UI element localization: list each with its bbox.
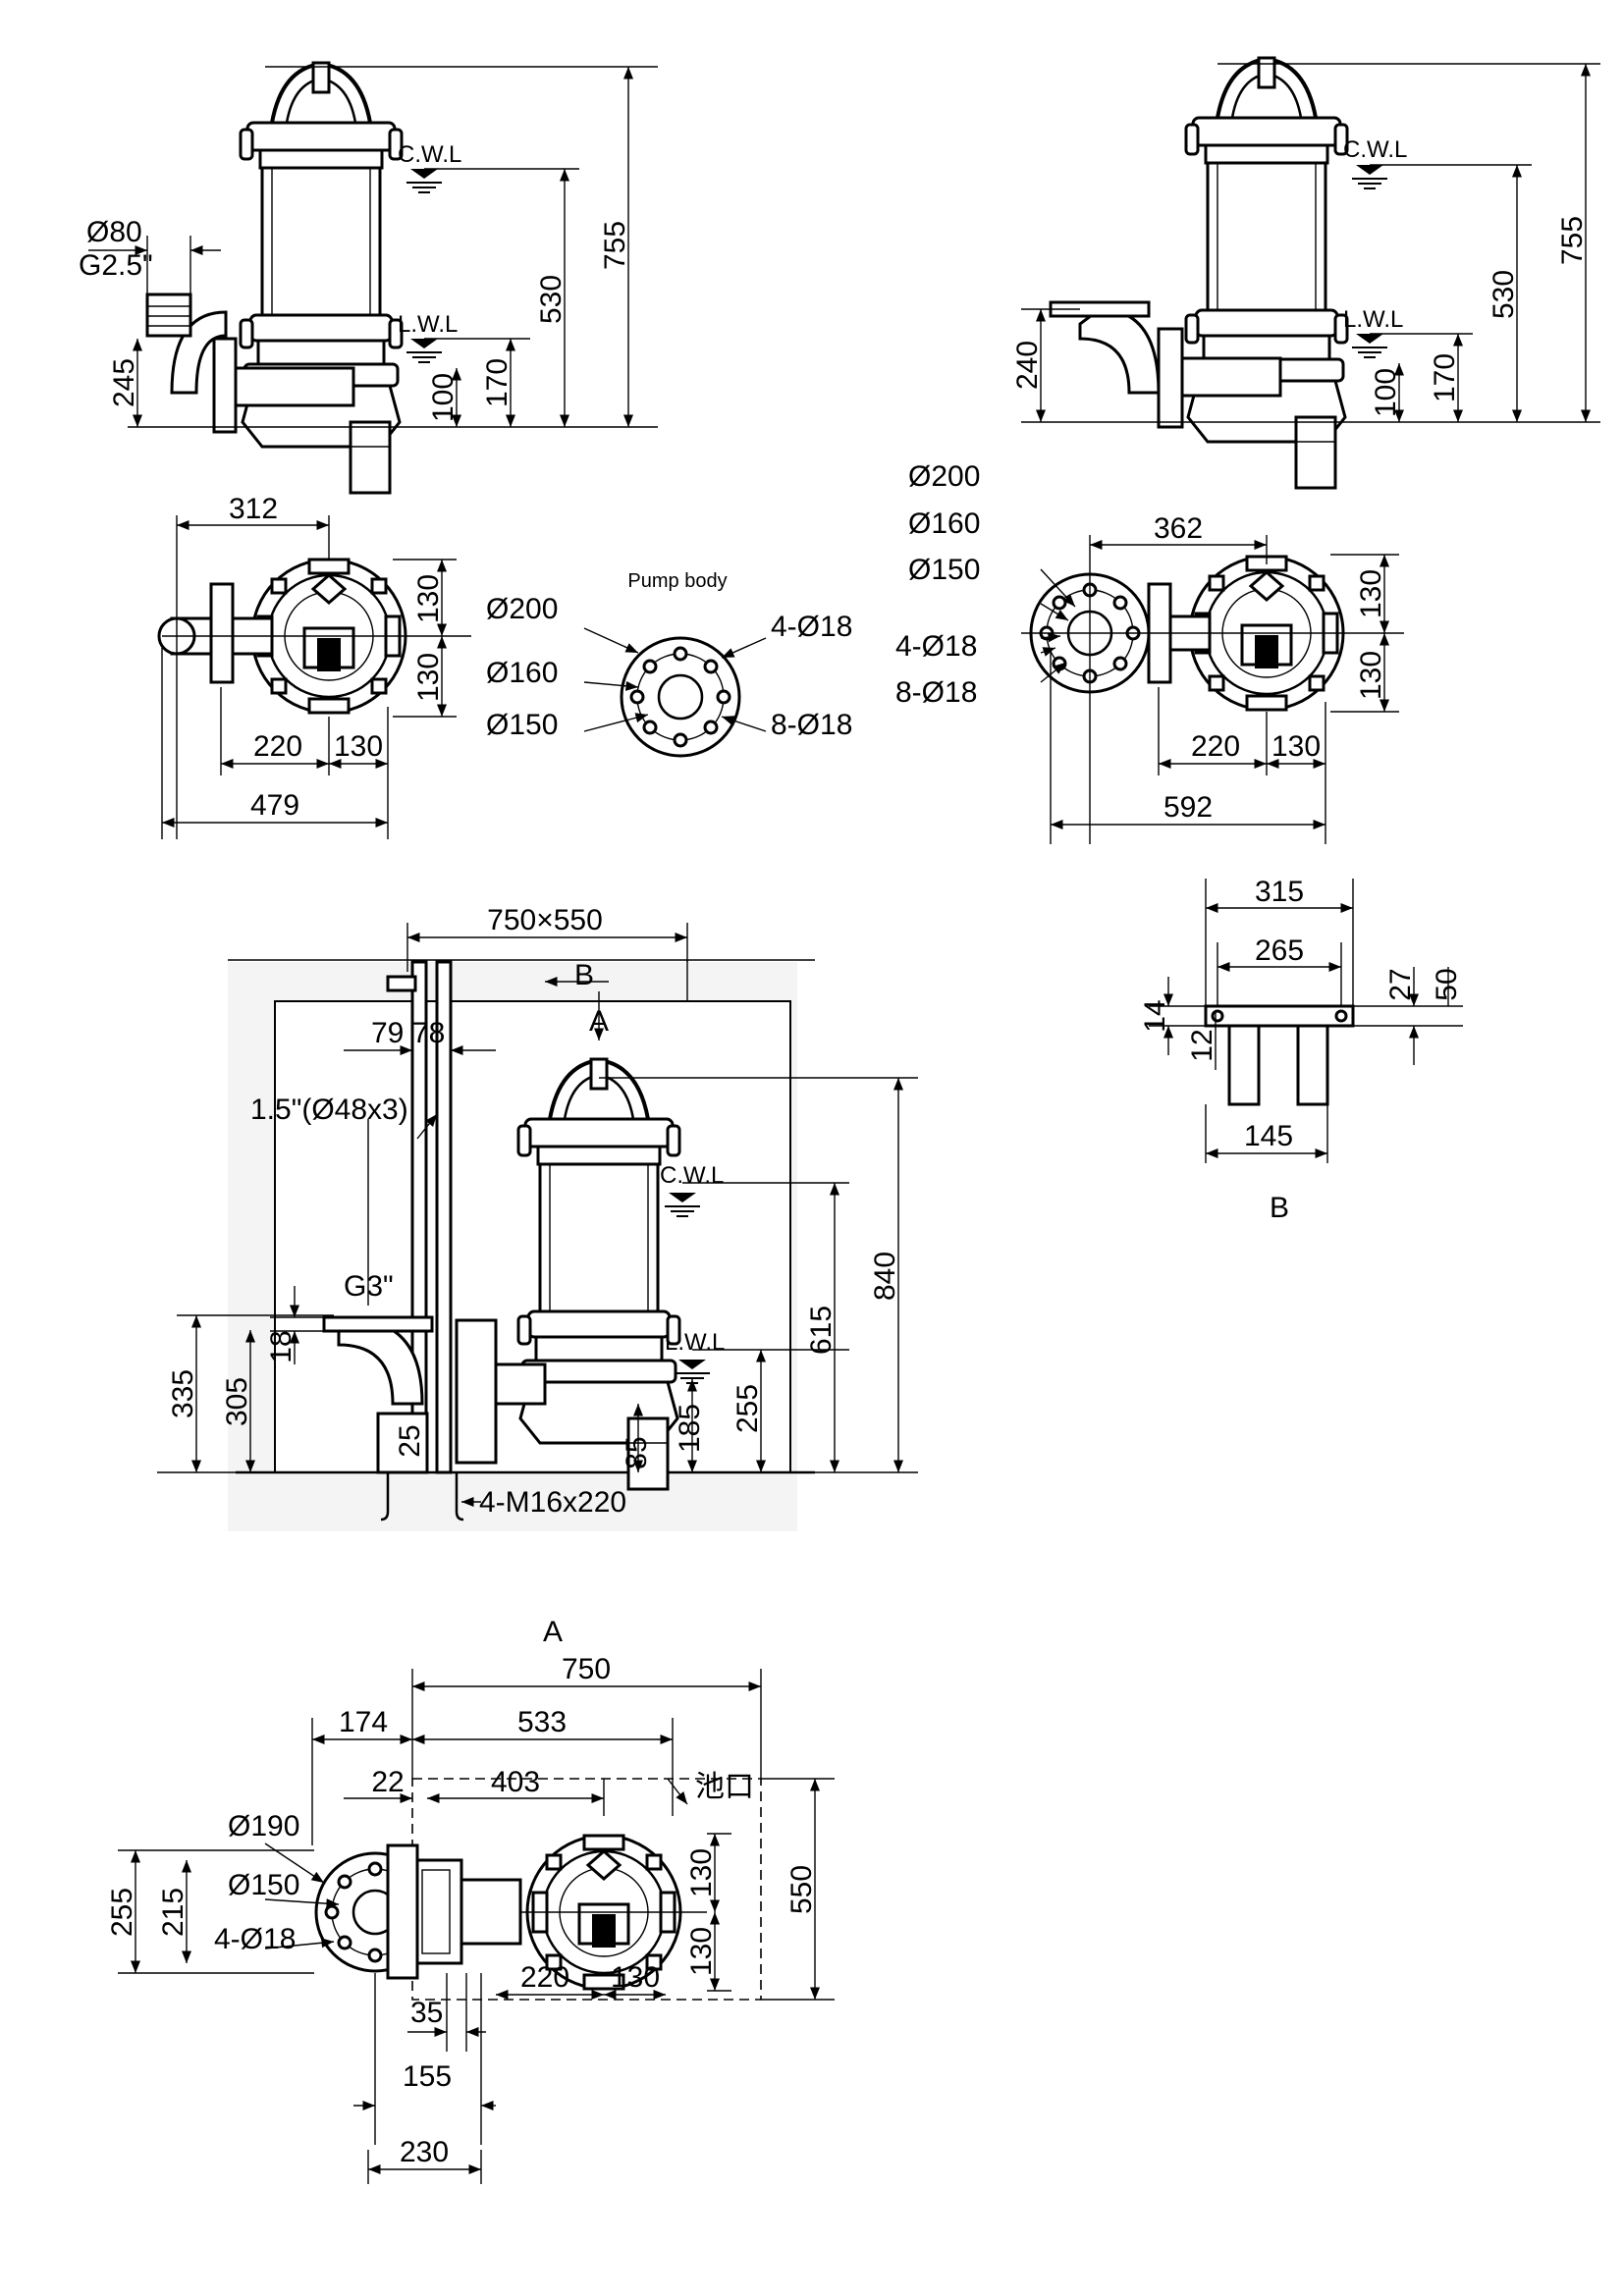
dim-312: 312 (229, 493, 278, 525)
g3-label: G3" (344, 1270, 394, 1303)
dim7-533: 533 (517, 1706, 567, 1738)
dim4-592: 592 (1163, 791, 1213, 824)
pump-body-title: Pump body (627, 570, 727, 592)
dim2-170: 170 (1429, 353, 1461, 402)
d7-220: 220 (520, 1961, 569, 1994)
pit-b: B (574, 959, 594, 991)
bolt-spec: 4-M16x220 (479, 1486, 626, 1519)
dim-335: 335 (167, 1369, 199, 1418)
dim7-750: 750 (562, 1653, 611, 1685)
lwl-label: L.W.L (398, 311, 458, 338)
dim5-145: 145 (1244, 1120, 1293, 1152)
dim5-50: 50 (1431, 968, 1463, 1000)
lwl2-label: L.W.L (1343, 306, 1403, 333)
view-side-flange: C.W.L L.W.L 755 530 170 100 240 (1011, 56, 1600, 490)
view-plan-a: A 750 174 533 22 403 池口 130 130 550 Ø190… (106, 1616, 835, 2184)
dim-170: 170 (481, 358, 514, 407)
pb-d150: Ø150 (486, 709, 558, 741)
cwl2-label: C.W.L (1343, 136, 1407, 163)
dim-245: 245 (108, 358, 140, 407)
d7-155: 155 (403, 2060, 452, 2093)
d7-255: 255 (106, 1888, 138, 1937)
dim4-130b: 130 (1355, 651, 1387, 700)
pit-a: A (589, 1005, 609, 1038)
pb-8h: 8-Ø18 (771, 709, 852, 741)
dim7-403: 403 (491, 1766, 540, 1798)
dim4-362: 362 (1154, 512, 1203, 545)
dim-755: 755 (599, 221, 631, 270)
dim-479: 479 (250, 789, 299, 822)
dim-79: 79 (371, 1017, 404, 1049)
cwl3-label: C.W.L (660, 1162, 724, 1189)
dim-130a: 130 (412, 574, 445, 623)
view-bracket-b: 315 265 27 50 14 12 145 B (1139, 876, 1463, 1224)
d7-130: 130 (611, 1961, 660, 1994)
view-plan-hose: 312 130 130 220 130 479 (157, 493, 471, 839)
dim-255: 255 (731, 1384, 764, 1433)
dim7-130a: 130 (685, 1848, 718, 1897)
view-pit-section: C.W.L L.W.L 750×550 B A 79 78 1.5"(Ø48x3… (157, 904, 918, 1531)
d7-35: 35 (410, 1997, 443, 2029)
dim7-174: 174 (339, 1706, 388, 1738)
pit-mouth: 池口 (695, 1771, 754, 1803)
v4-8h: 8-Ø18 (895, 676, 977, 709)
d7-190: Ø190 (228, 1810, 299, 1842)
pb-d200: Ø200 (486, 593, 558, 625)
dim7-550: 550 (785, 1865, 818, 1914)
dim-840: 840 (869, 1252, 901, 1301)
dim-530: 530 (535, 275, 568, 324)
dim5-12: 12 (1186, 1029, 1218, 1061)
dim-100: 100 (427, 373, 460, 422)
dim-g25: G2.5" (79, 249, 153, 282)
v4-d150: Ø150 (908, 554, 980, 586)
dim7-22: 22 (371, 1766, 404, 1798)
dim7-130b: 130 (685, 1927, 718, 1976)
view-side-hose: C.W.L L.W.L 755 530 170 100 245 Ø80 G2.5… (79, 61, 658, 495)
dim2-100: 100 (1370, 368, 1402, 417)
dim-130c: 130 (334, 730, 383, 763)
dim5-27: 27 (1384, 968, 1417, 1000)
v4-d160: Ø160 (908, 507, 980, 540)
dim-18: 18 (265, 1330, 298, 1362)
cwl-label: C.W.L (398, 141, 461, 168)
dim2-755: 755 (1556, 216, 1589, 265)
d7-150: Ø150 (228, 1869, 299, 1901)
dim-25: 25 (394, 1424, 426, 1457)
dim5-14: 14 (1139, 999, 1171, 1032)
v4-4h: 4-Ø18 (895, 630, 977, 663)
pump-body-detail: Pump body Ø200 Ø160 Ø150 4-Ø18 8-Ø18 (486, 570, 852, 758)
dim2-530: 530 (1488, 270, 1520, 319)
pb-4h: 4-Ø18 (771, 611, 852, 643)
dim-220: 220 (253, 730, 302, 763)
dim-85: 85 (621, 1436, 653, 1468)
lwl3-label: L.W.L (665, 1329, 725, 1356)
pit-size: 750×550 (487, 904, 603, 936)
view5-label: B (1270, 1192, 1289, 1224)
dim-185: 185 (674, 1404, 706, 1453)
d7-215: 215 (157, 1888, 189, 1937)
view-plan-flange: 362 130 130 220 130 592 Ø200 Ø160 Ø150 4… (895, 460, 1404, 844)
dim4-130a: 130 (1355, 569, 1387, 618)
dim4-130c: 130 (1271, 730, 1321, 763)
view-a-label: A (543, 1616, 563, 1648)
dim-130b: 130 (412, 653, 445, 702)
d7-230: 230 (400, 2136, 449, 2168)
dim5-315: 315 (1255, 876, 1304, 908)
dim5-265: 265 (1255, 934, 1304, 967)
dim-615: 615 (805, 1306, 838, 1355)
dim2-240: 240 (1011, 341, 1044, 390)
dim-305: 305 (221, 1377, 253, 1426)
dim4-220: 220 (1191, 730, 1240, 763)
pb-d160: Ø160 (486, 657, 558, 689)
v4-d200: Ø200 (908, 460, 980, 493)
pipe-spec: 1.5"(Ø48x3) (250, 1094, 408, 1126)
d7-4h: 4-Ø18 (214, 1923, 296, 1955)
dim-d80: Ø80 (86, 216, 142, 248)
dim-78: 78 (412, 1017, 445, 1049)
